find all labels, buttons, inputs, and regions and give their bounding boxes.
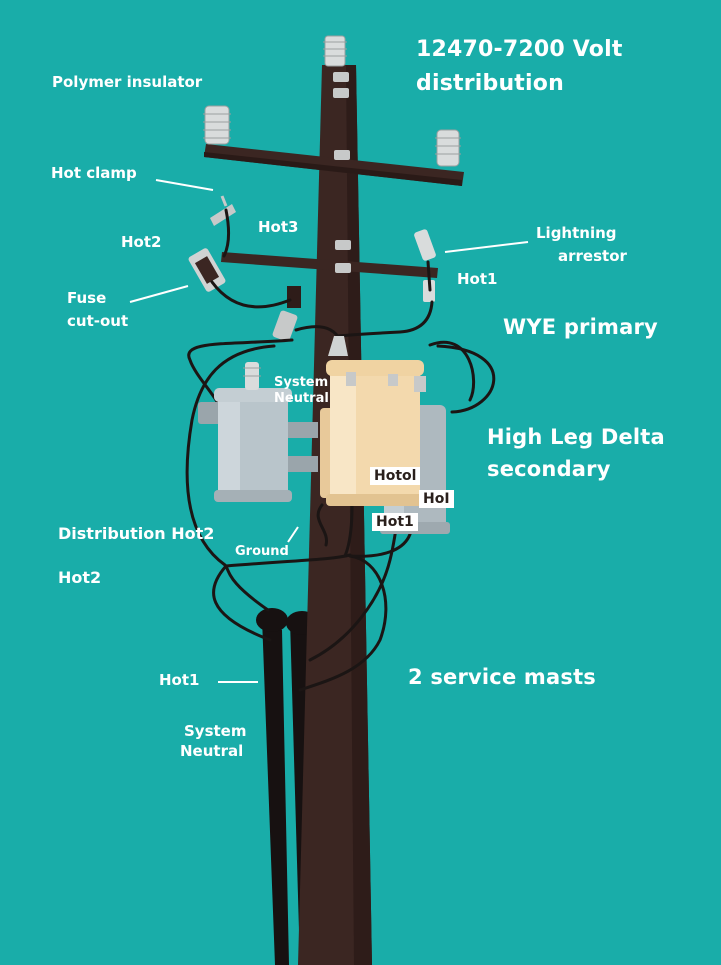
left-insulator xyxy=(203,105,231,145)
label-polymer-insulator: Polymer insulator xyxy=(52,73,203,91)
label-hot2-top: Hot2 xyxy=(121,233,162,251)
label-service-masts: 2 service masts xyxy=(408,665,597,689)
ground-pointer xyxy=(287,526,299,543)
label-fuse-cutout-line-2: cut-out xyxy=(67,312,129,330)
label-hot2-lower: Hot2 xyxy=(58,568,102,587)
transformer-left-gray xyxy=(198,362,318,502)
fuse-cutout-pointer xyxy=(129,285,189,303)
utility-pole xyxy=(298,65,372,965)
label-system-neutral-transformer-line-2: Neutral xyxy=(274,391,329,406)
label-high-leg-delta-line-1: High Leg Delta xyxy=(487,425,665,449)
label-lightning-arrestor-line-1: Lightning xyxy=(536,224,617,242)
label-hot1-right: Hot1 xyxy=(457,270,498,288)
hot-clamp-pointer xyxy=(155,179,214,191)
center-cutouts xyxy=(272,286,301,342)
label-fuse-cutout-line-1: Fuse xyxy=(67,289,107,307)
title-line-2: distribution xyxy=(416,71,564,96)
label-wye-primary: WYE primary xyxy=(503,315,658,339)
lightning-arrestor-pointer xyxy=(444,241,529,253)
label-distribution-hot2: Distribution Hot2 xyxy=(58,524,215,543)
label-hot-clamp: Hot clamp xyxy=(51,164,137,182)
fuse-cutout xyxy=(188,248,226,292)
top-insulator xyxy=(323,35,347,67)
pole-bolt-plates xyxy=(333,72,351,273)
right-insulator xyxy=(435,129,461,167)
title-line-1: 12470-7200 Volt xyxy=(416,37,623,62)
tag-hot1: Hot1 xyxy=(372,513,418,532)
label-hot3: Hot3 xyxy=(258,218,299,236)
label-lightning-arrestor-line-2: arrestor xyxy=(558,247,627,265)
upper-crossarm xyxy=(204,144,464,186)
label-ground: Ground xyxy=(235,544,289,559)
polymer-insulators xyxy=(203,35,461,167)
tag-hoi: HoI xyxy=(419,490,454,509)
pointer-lines xyxy=(129,179,529,683)
label-system-neutral-transformer-line-1: System xyxy=(274,375,329,390)
label-hot1-lower: Hot1 xyxy=(159,671,200,689)
tag-hotol: Hotol xyxy=(370,467,421,486)
label-system-neutral-bottom-line-2: Neutral xyxy=(180,742,244,760)
lower-crossarm xyxy=(221,252,438,278)
hot-clamp xyxy=(210,195,236,226)
label-system-neutral-bottom-line-1: System xyxy=(184,722,247,740)
label-high-leg-delta-line-2: secondary xyxy=(487,457,611,481)
transformer-center-tan xyxy=(320,336,426,506)
